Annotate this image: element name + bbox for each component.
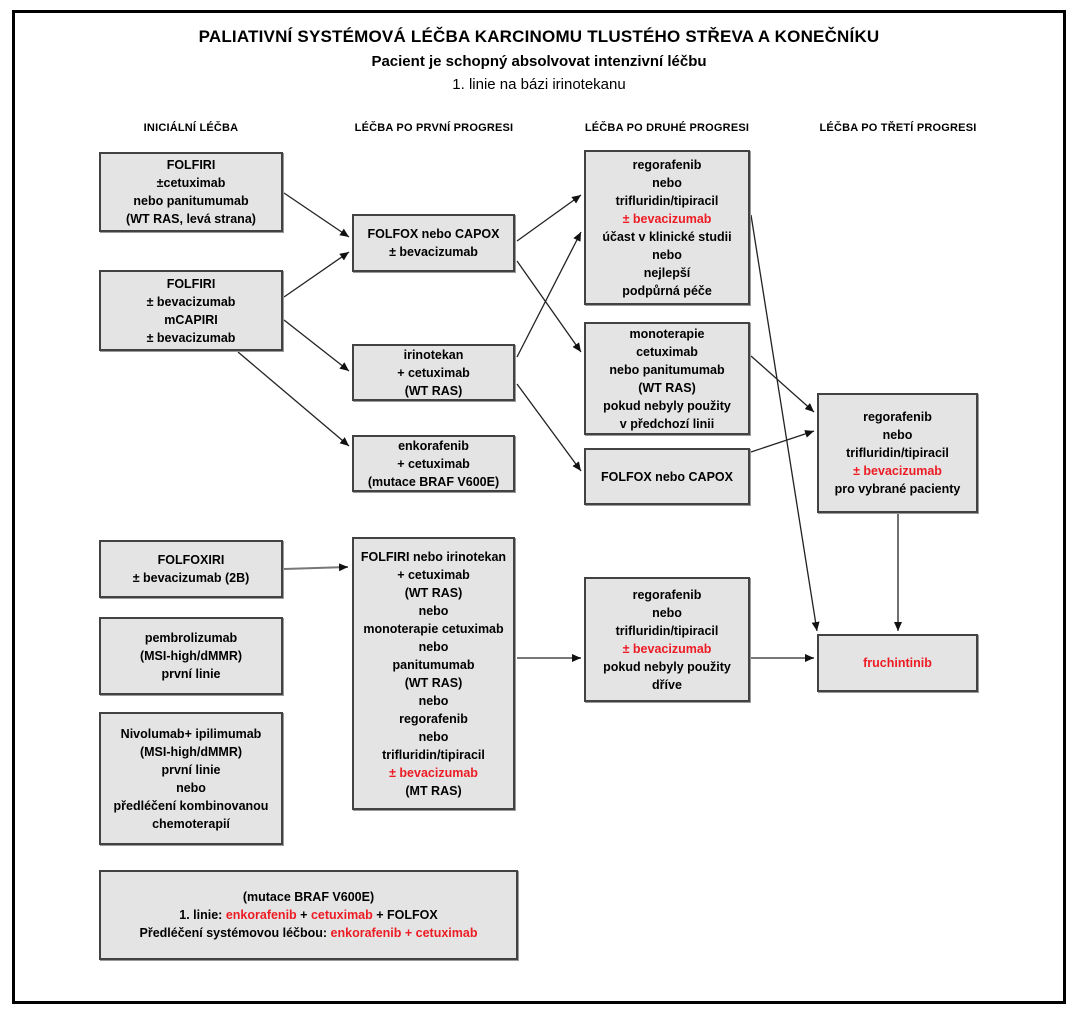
- box-folfoxiri-bevacizumab: FOLFOXIRI± bevacizumab (2B): [99, 540, 283, 598]
- arrow-b2-c1: [283, 251, 350, 298]
- box-folfox-capox-bevacizumab: FOLFOX nebo CAPOX± bevacizumab: [352, 214, 515, 272]
- page-title: PALIATIVNÍ SYSTÉMOVÁ LÉČBA KARCINOMU TLU…: [198, 27, 880, 46]
- arrow-b3-c4: [283, 563, 349, 572]
- box-pembrolizumab-msi-high: pembrolizumab(MSI-high/dMMR)první linie: [99, 617, 283, 695]
- arrow-d3-e1: [750, 430, 815, 453]
- column-header-druha-progrese: LÉČBA PO DRUHÉ PROGRESI: [584, 122, 750, 134]
- column-header-inicialni-lecba: INICIÁLNÍ LÉČBA: [143, 122, 239, 134]
- arrow-d1-e2: [750, 214, 820, 632]
- page-subtitle: Pacient je schopný absolvovat intenzivní…: [371, 53, 707, 70]
- box-nivolumab-ipilimumab: Nivolumab+ ipilimumab(MSI-high/dMMR)prvn…: [99, 712, 283, 845]
- arrow-c1-d2: [516, 260, 582, 353]
- arrow-b2-c2: [283, 319, 350, 372]
- box-enkorafenib-cetuximab: enkorafenib+ cetuximab(mutace BRAF V600E…: [352, 435, 515, 492]
- arrow-c2-d3: [516, 383, 582, 472]
- box-braf-v600e-note: (mutace BRAF V600E)1. linie: enkorafenib…: [99, 870, 518, 960]
- box-folfox-nebo-capox: FOLFOX nebo CAPOX: [584, 448, 750, 505]
- column-header-prvni-progrese: LÉČBA PO PRVNÍ PROGRESI: [354, 122, 514, 134]
- arrow-c2-d1: [516, 231, 582, 358]
- arrow-b1-c1: [283, 192, 350, 238]
- arrow-b2-c3: [237, 351, 350, 447]
- arrow-c1-d1: [516, 194, 582, 242]
- page-subtitle-line: 1. linie na bázi irinotekanu: [452, 76, 626, 93]
- box-folfiri-nebo-irinotekan-options: FOLFIRI nebo irinotekan+ cetuximab(WT RA…: [352, 537, 515, 810]
- box-fruchintinib: fruchintinib: [817, 634, 978, 692]
- box-irinotekan-cetuximab: irinotekan+ cetuximab(WT RAS): [352, 344, 515, 401]
- outer-border: [12, 10, 1066, 1004]
- column-header-treti-progrese: LÉČBA PO TŘETÍ PROGRESI: [819, 122, 977, 134]
- arrow-d2-e1: [750, 355, 815, 413]
